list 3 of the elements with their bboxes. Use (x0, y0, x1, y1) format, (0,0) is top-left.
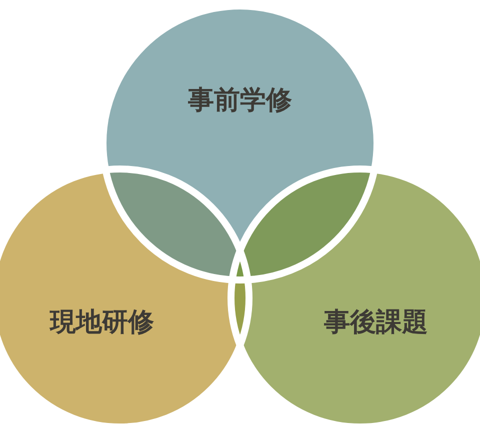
circle-label: 現地研修 (50, 306, 154, 340)
circle-label: 事前学修 (188, 84, 292, 118)
circle-label: 事後課題 (324, 306, 428, 340)
